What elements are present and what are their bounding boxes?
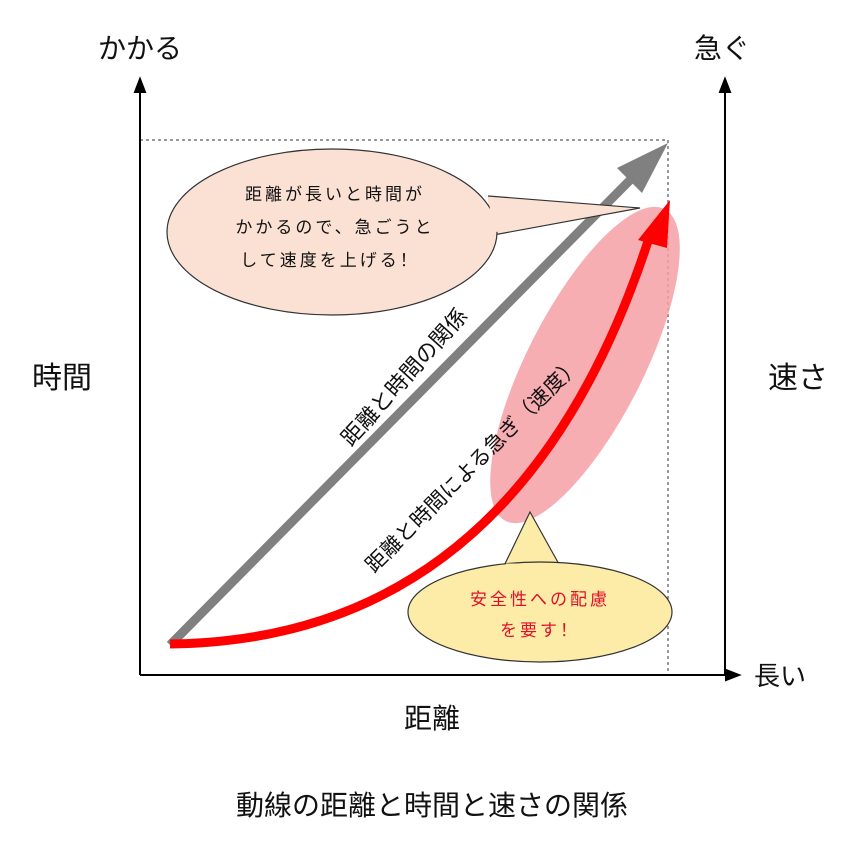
top-callout-line-1: 距離が長いと時間が: [245, 185, 425, 205]
top-callout-line-3: して速度を上げる！: [240, 251, 420, 271]
axes: [133, 76, 742, 682]
bottom-axis-arrowhead: [725, 668, 742, 682]
bottom-callout-line-1: 安全性への配慮: [470, 590, 610, 610]
gray-arrowhead: [617, 143, 668, 193]
gray-arrow-label: 距離と時間の関係: [337, 304, 473, 452]
top-callout-bubble: [487, 195, 641, 237]
bottom-axis-right-label: 長い: [754, 662, 806, 692]
bottom-callout: 安全性への配慮 を要す！: [407, 510, 673, 663]
right-axis-arrowhead: [718, 76, 732, 93]
top-callout: 距離が長いと時間が かかるので、急ごうと して速度を上げる！: [166, 148, 641, 316]
left-axis-top-label: かかる: [98, 32, 182, 65]
left-axis-arrowhead: [133, 76, 147, 93]
gray-arrow: [166, 143, 668, 649]
bottom-axis-center-label: 距離: [404, 702, 460, 735]
top-callout-line-2: かかるので、急ごうと: [235, 218, 434, 238]
red-arrowhead: [638, 200, 670, 248]
right-axis-middle-label: 速さ: [768, 361, 828, 396]
left-axis-middle-label: 時間: [32, 361, 92, 396]
bottom-callout-line-2: を要す！: [500, 621, 580, 641]
right-axis-top-label: 急ぐ: [694, 32, 750, 65]
bottom-callout-pointer: [501, 510, 561, 571]
diagram-caption: 動線の距離と時間と速さの関係: [236, 789, 628, 822]
red-arrow: [169, 200, 670, 649]
dashed-frame: [140, 139, 669, 672]
